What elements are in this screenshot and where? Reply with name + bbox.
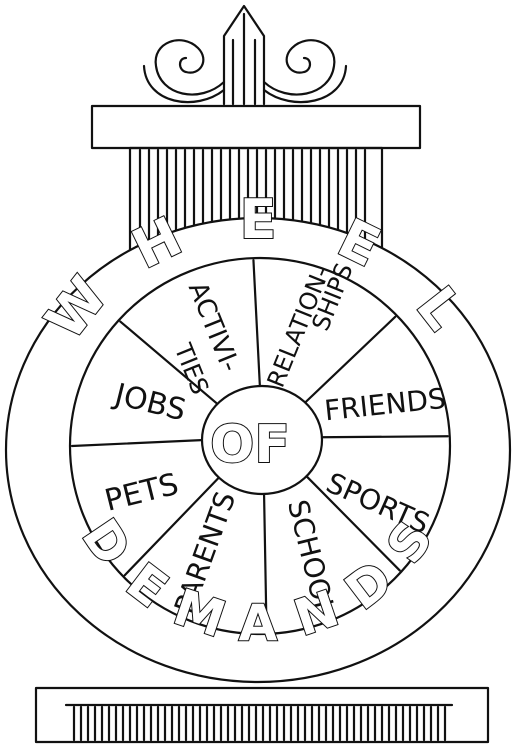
spire-fluting	[233, 14, 255, 104]
wheel-spoke	[320, 436, 448, 437]
scroll-left	[156, 40, 224, 94]
center-word: OF	[210, 415, 290, 475]
column-abacus	[92, 106, 420, 148]
scroll-right	[264, 40, 334, 94]
capital-ornament	[144, 6, 346, 104]
title-bottom-letter: A	[239, 594, 278, 652]
column-base	[36, 688, 488, 742]
title-top-letter: E	[240, 188, 277, 251]
